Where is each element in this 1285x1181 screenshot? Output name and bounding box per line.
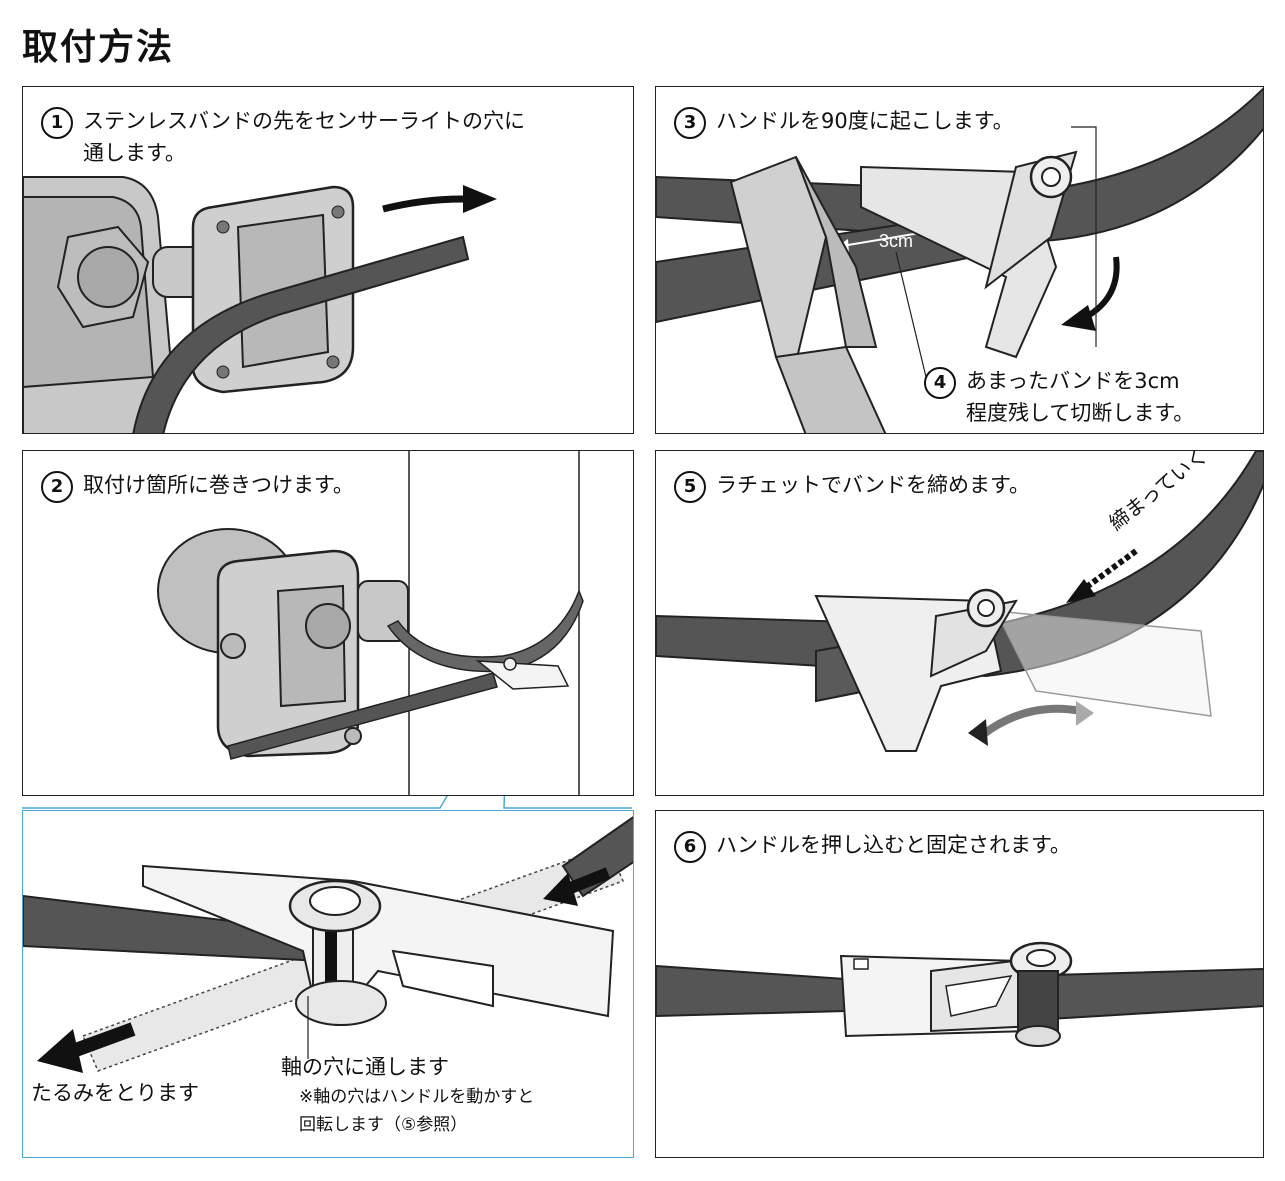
- step-5-text: ラチェットでバンドを締めます。: [716, 473, 1030, 497]
- step-5-illustration: 締まっていく: [656, 451, 1263, 752]
- step-number-5: 5: [674, 471, 706, 503]
- step-2-panel: 2 取付け箇所に巻きつけます。: [22, 450, 634, 796]
- tighten-label: 締まっていく: [1104, 451, 1212, 535]
- cut-length-label: 3cm: [879, 231, 913, 251]
- page-title: 取付方法: [22, 27, 175, 68]
- step-3-instruction: 3 ハンドルを90度に起こします。: [674, 105, 1014, 139]
- step-number-1: 1: [41, 107, 73, 139]
- step-3-illustration: 3cm: [656, 87, 1263, 433]
- axle-note-label: ※軸の穴はハンドルを動かすと 回転します（⑤参照）: [299, 1087, 535, 1135]
- step-4-instruction: 4 あまったバンドを3cm 程度残して切断します。: [924, 365, 1194, 429]
- detail-panel: たるみをとります 軸の穴に通します ※軸の穴はハンドルを動かすと 回転します（⑤…: [22, 810, 634, 1158]
- step-1-text: ステンレスバンドの先をセンサーライトの穴に 通します。: [83, 109, 526, 165]
- step-3-text: ハンドルを90度に起こします。: [716, 109, 1014, 133]
- step-6-instruction: 6 ハンドルを押し込むと固定されます。: [674, 829, 1071, 863]
- step-4-text: あまったバンドを3cm 程度残して切断します。: [966, 369, 1195, 425]
- step-1-instruction: 1 ステンレスバンドの先をセンサーライトの穴に 通します。: [41, 105, 525, 169]
- step-1-illustration: [23, 176, 497, 433]
- step-2-instruction: 2 取付け箇所に巻きつけます。: [41, 469, 354, 503]
- axle-hole-label: 軸の穴に通します: [281, 1055, 449, 1079]
- step-6-illustration: [656, 941, 1263, 1047]
- detail-illustration: [23, 816, 633, 1073]
- step-number-4: 4: [924, 367, 956, 399]
- step-5-instruction: 5 ラチェットでバンドを締めます。: [674, 469, 1030, 503]
- step-5-panel: 締まっていく 5 ラチェットでバンドを締めます。: [655, 450, 1264, 796]
- slack-label: たるみをとります: [31, 1081, 199, 1105]
- step-number-6: 6: [674, 831, 706, 863]
- step-1-panel: 1 ステンレスバンドの先をセンサーライトの穴に 通します。: [22, 86, 634, 434]
- step-2-text: 取付け箇所に巻きつけます。: [83, 473, 354, 497]
- step-6-text: ハンドルを押し込むと固定されます。: [716, 833, 1071, 857]
- step-3-panel: 3cm 3 ハンドルを90度に起こします。 4 あまったバンドを3cm 程度残し…: [655, 86, 1264, 434]
- step-number-2: 2: [41, 471, 73, 503]
- step-number-3: 3: [674, 107, 706, 139]
- step-2-illustration: [157, 451, 584, 795]
- step-6-panel: 6 ハンドルを押し込むと固定されます。: [655, 810, 1264, 1158]
